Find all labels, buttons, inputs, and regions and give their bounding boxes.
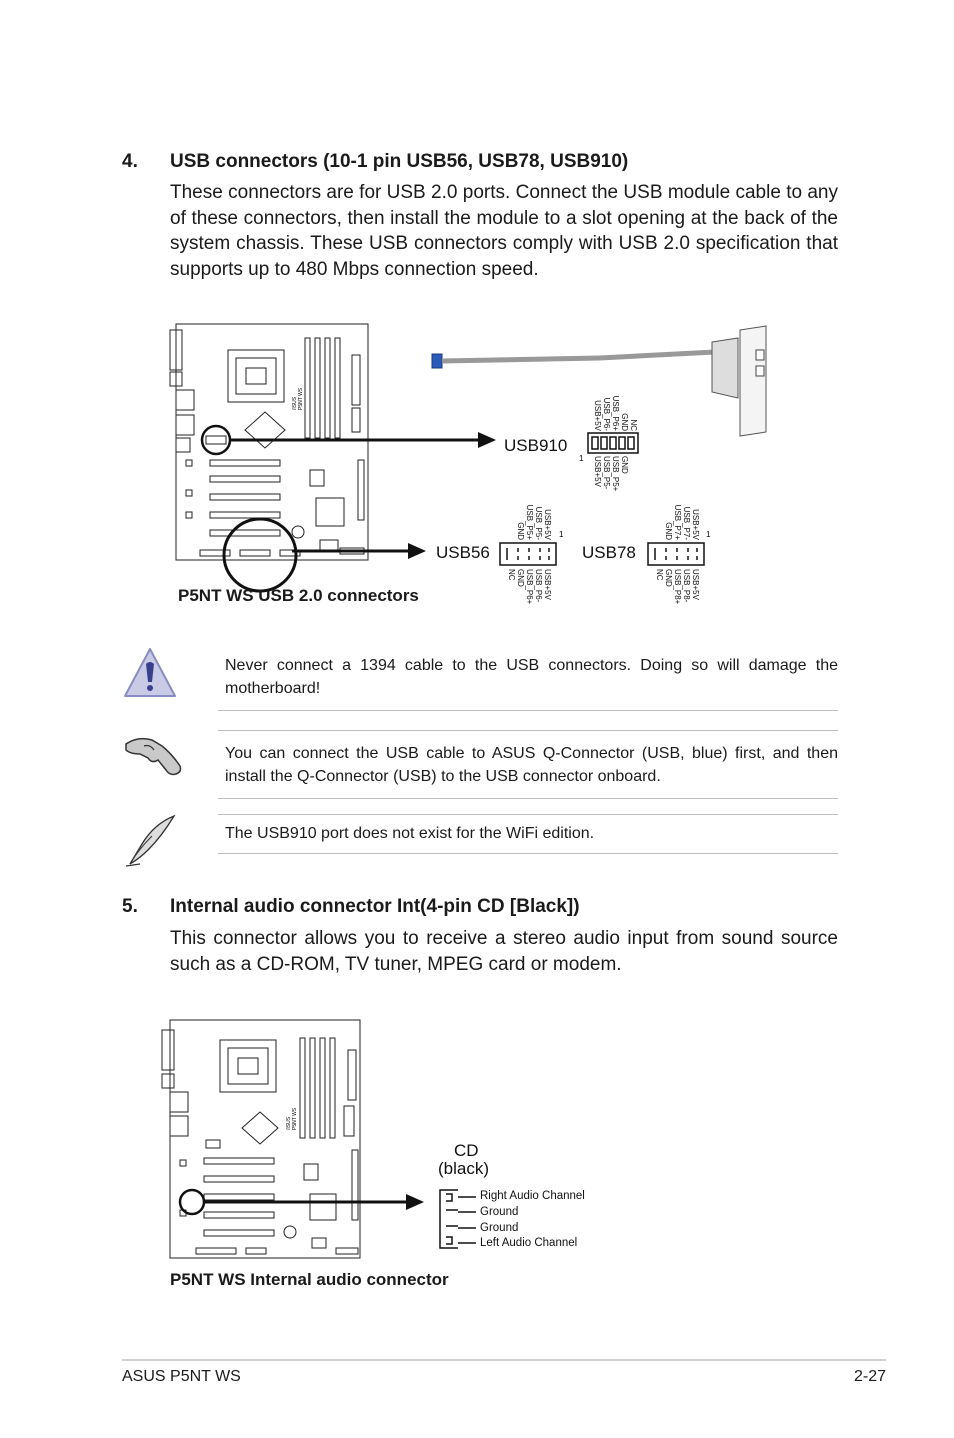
footer-product: ASUS P5NT WS <box>122 1368 241 1385</box>
usb78-bottom-pin: USB_P8+ <box>673 569 682 605</box>
usb910-top-pin: USB+5V <box>593 400 602 432</box>
cd-leader-arrow <box>204 1194 424 1210</box>
divider <box>218 730 838 731</box>
cd-color-label: (black) <box>438 1159 489 1178</box>
usb78-top-pin: USB_P7+ <box>673 505 682 541</box>
usb910-pin1-marker: 1 <box>579 454 584 463</box>
usb910-bottom-pin: USB_P5+ <box>611 456 620 492</box>
cd-pin-label: Ground <box>480 1206 518 1218</box>
usb56-connector <box>499 542 557 566</box>
board-logo: /ISUS <box>286 1116 292 1130</box>
usb78-label: USB78 <box>582 543 636 562</box>
motherboard-illustration <box>161 1019 361 1259</box>
warning-icon <box>124 648 176 697</box>
usb910-top-pin: USB_P6- <box>602 398 611 432</box>
usb56-leader-arrow <box>292 543 426 559</box>
usb910-bottom-pin: GND <box>620 456 629 474</box>
motherboard-illustration <box>169 323 369 561</box>
usb78-bottom-pin: USB_P8- <box>682 569 691 603</box>
usb56-top-pin: GND <box>516 522 525 540</box>
audio-diagram-caption: P5NT WS Internal audio connector <box>170 1270 449 1289</box>
divider <box>218 853 838 854</box>
board-model: P5NT WS <box>292 1107 298 1130</box>
usb78-bottom-pin: GND <box>664 569 673 587</box>
usb910-top-pin: USB_P6+ <box>611 396 620 432</box>
board-model: P5NT WS <box>298 387 304 410</box>
section-4-body: These connectors are for USB 2.0 ports. … <box>170 182 838 280</box>
section-5-title: Internal audio connector Int(4-pin CD [B… <box>170 896 580 917</box>
usb56-pin1-marker: 1 <box>559 530 564 539</box>
usb78-connector <box>647 542 705 566</box>
usb78-bottom-pin: NC <box>655 569 664 581</box>
usb56-label: USB56 <box>436 543 490 562</box>
wifi-note-text: The USB910 port does not exist for the W… <box>225 825 595 842</box>
usb56-bottom-pin: NC <box>507 569 516 581</box>
hand-icon <box>125 737 182 776</box>
usb910-bottom-pin: USB+5V <box>593 456 602 488</box>
section-5-body: This connector allows you to receive a s… <box>170 928 838 975</box>
usb56-top-pin: USB_P5+ <box>525 505 534 541</box>
usb-connectors-diagram: /ISUS P5NT WS USB910 1 USB+5V USB_P6- US… <box>169 323 767 605</box>
footer-page-number: 2-27 <box>853 1368 886 1385</box>
cd-highlight-circle <box>178 1188 206 1216</box>
usb56-bottom-pin: USB+5V <box>543 569 552 601</box>
pen-icon <box>125 814 176 867</box>
usb910-leader-arrow <box>230 432 496 448</box>
usb910-top-pin: GND <box>620 413 629 431</box>
usb56-bottom-pin: USB_P6+ <box>525 569 534 605</box>
usb-diagram-caption: P5NT WS USB 2.0 connectors <box>178 586 419 605</box>
divider <box>218 798 838 799</box>
usb910-label: USB910 <box>504 436 567 455</box>
usb78-bottom-pin: USB+5V <box>691 569 700 601</box>
cd-pin-label: Ground <box>480 1222 518 1234</box>
footer-rule <box>122 1359 886 1361</box>
warning-note-text: Never connect a 1394 cable to the USB co… <box>225 657 838 697</box>
divider <box>218 710 838 711</box>
usb910-bottom-pin: USB_P5- <box>602 456 611 490</box>
usb78-top-pin: USB+5V <box>691 509 700 541</box>
usb56-78-highlight-circle <box>222 517 298 593</box>
cd-connector <box>439 1189 476 1249</box>
divider <box>218 814 838 815</box>
section-5-number: 5. <box>122 896 138 917</box>
cd-label: CD <box>454 1141 479 1160</box>
usb56-top-pin: USB+5V <box>543 509 552 541</box>
usb-bracket-module <box>431 325 767 437</box>
tip-note-text: You can connect the USB cable to ASUS Q-… <box>225 745 838 785</box>
section-4-number: 4. <box>122 151 138 172</box>
usb910-connector <box>587 432 639 454</box>
usb78-top-pin: USB_P7- <box>682 507 691 541</box>
usb78-pin1-marker: 1 <box>706 530 711 539</box>
section-4-title: USB connectors (10-1 pin USB56, USB78, U… <box>170 151 629 172</box>
usb910-top-pin: NC <box>629 419 638 431</box>
cd-pin-label: Left Audio Channel <box>480 1237 577 1249</box>
board-logo: /ISUS <box>292 396 298 410</box>
usb56-top-pin: USB_P5- <box>534 507 543 541</box>
usb56-bottom-pin: GND <box>516 569 525 587</box>
cd-pin-label: Right Audio Channel <box>480 1190 585 1202</box>
usb56-bottom-pin: USB_P6- <box>534 569 543 603</box>
usb78-top-pin: GND <box>664 522 673 540</box>
audio-connector-diagram: /ISUS P5NT WS CD (black) Right Audio Cha… <box>161 1019 585 1259</box>
